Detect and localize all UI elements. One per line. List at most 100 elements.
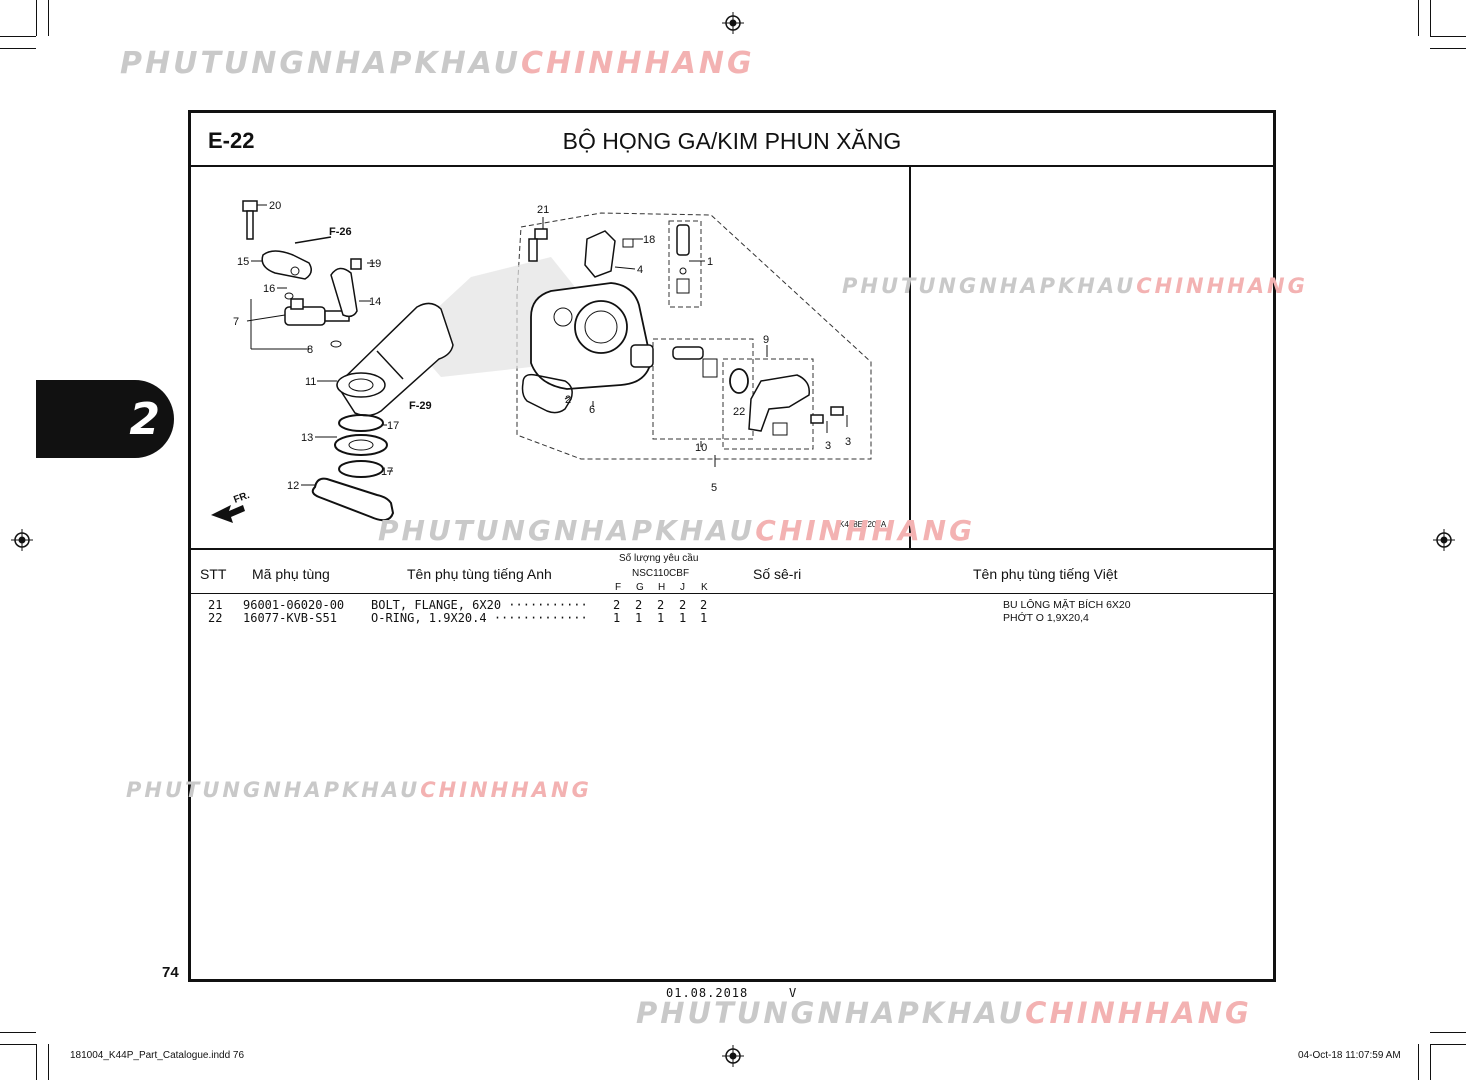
- registration-mark: [11, 529, 33, 551]
- qty-col-h: H: [658, 582, 666, 593]
- callout: 6: [589, 404, 595, 416]
- chapter-tab: 2: [36, 380, 174, 458]
- watermark: PHUTUNGNHAPKHAUCHINHHANG: [126, 778, 592, 802]
- callout: 9: [763, 334, 769, 346]
- callout: 18: [643, 234, 655, 246]
- cell-qty: 1: [657, 611, 665, 625]
- callout: 21: [537, 204, 549, 216]
- o-ring-22: [729, 368, 749, 394]
- callout: 14: [369, 296, 381, 308]
- cell-qty: 1: [635, 611, 643, 625]
- callout: 2: [565, 394, 571, 406]
- crop-mark: [0, 1044, 36, 1045]
- crop-mark: [1430, 1044, 1466, 1045]
- callout: 5: [711, 482, 717, 494]
- cell-qty: 2: [635, 598, 643, 612]
- callout: 22: [733, 406, 745, 418]
- cell-part-no: 96001-06020-00: [243, 598, 345, 612]
- crop-mark: [1418, 1044, 1419, 1080]
- crop-mark: [48, 1044, 49, 1080]
- callout-labels: 20 15 16 7 8 11 13 12 17 17 19 14 21 18 …: [232, 200, 887, 529]
- callout: 15: [237, 256, 249, 268]
- callout: 7: [233, 316, 239, 328]
- cell-stt: 22: [208, 611, 223, 625]
- subassembly-outline: [668, 220, 702, 308]
- header-serial: Số sê-ri: [753, 566, 802, 582]
- watermark: PHUTUNGNHAPKHAUCHINHHANG: [842, 274, 1308, 298]
- qty-col-f: F: [615, 582, 622, 593]
- cell-part-no: 16077-KVB-S51: [243, 611, 337, 625]
- callout: 3: [845, 436, 851, 448]
- callout: 16: [263, 283, 275, 295]
- watermark: PHUTUNGNHAPKHAUCHINHHANG: [378, 514, 976, 547]
- subassembly-outline: [652, 338, 754, 440]
- ref-f26: F-26: [329, 226, 352, 238]
- parts-diagram: 20 15 16 7 8 11 13 12 17 17 19 14 21 18 …: [211, 200, 887, 529]
- cell-qty: 2: [679, 598, 687, 612]
- o-rings: [311, 414, 395, 522]
- table-header-rule: [191, 593, 1273, 594]
- callout: 19: [369, 258, 381, 270]
- page-number: 74: [162, 964, 179, 981]
- callout: 8: [307, 344, 313, 356]
- crop-mark: [0, 1032, 36, 1033]
- crop-mark: [48, 0, 49, 36]
- injector-7: [284, 292, 350, 348]
- header-part-no: Mã phụ tùng: [252, 566, 330, 582]
- assembly-outline: [516, 212, 872, 460]
- watermark: PHUTUNGNHAPKHAUCHINHHANG: [120, 46, 755, 81]
- callout: 17: [387, 420, 399, 432]
- print-timestamp: 04-Oct-18 11:07:59 AM: [1298, 1050, 1401, 1061]
- footer-version: V: [789, 986, 797, 1000]
- registration-mark: [722, 1045, 744, 1067]
- header-name-en: Tên phụ tùng tiếng Anh: [407, 566, 552, 582]
- cell-name-vn: BU LÔNG MẶT BÍCH 6X20: [1003, 599, 1131, 611]
- crop-mark: [0, 48, 36, 49]
- callout: 13: [301, 432, 313, 444]
- crop-mark: [36, 1044, 37, 1080]
- bolt-20: [242, 200, 258, 240]
- header-name-vn: Tên phụ tùng tiếng Việt: [973, 566, 1118, 582]
- qty-col-j: J: [680, 582, 685, 593]
- header-qty-title: Số lượng yêu cầu: [619, 553, 699, 564]
- ref-fr: FR.: [232, 490, 251, 506]
- crop-mark: [1430, 1044, 1431, 1080]
- qty-col-k: K: [701, 582, 708, 593]
- crop-mark: [1430, 1032, 1466, 1033]
- qty-col-g: G: [636, 582, 644, 593]
- cell-qty: 1: [700, 611, 708, 625]
- crop-mark: [0, 36, 36, 37]
- cell-name-vn: PHỚT O 1,9X20,4: [1003, 612, 1089, 624]
- insulator-11: [336, 302, 454, 417]
- file-name: 181004_K44P_Part_Catalogue.indd 76: [70, 1050, 245, 1061]
- cell-stt: 21: [208, 598, 223, 612]
- bolt-21: [528, 228, 548, 262]
- diagram-divider: [909, 167, 911, 548]
- callout: 11: [305, 376, 316, 388]
- watermark: PHUTUNGNHAPKHAUCHINHHANG: [636, 996, 1252, 1030]
- cell-qty: 1: [679, 611, 687, 625]
- chapter-tab-label: 2: [129, 394, 160, 445]
- cell-qty: 2: [613, 598, 621, 612]
- crop-mark: [1430, 0, 1431, 36]
- callout: 12: [287, 480, 299, 492]
- table-top-rule: [191, 548, 1273, 550]
- callout: 4: [637, 264, 643, 276]
- idle-valve-10: [672, 346, 718, 378]
- callout: 3: [825, 440, 831, 452]
- header-model: NSC110CBF: [632, 568, 690, 579]
- callout: 1: [707, 256, 713, 268]
- diagram-code: K448E2200A: [839, 520, 887, 529]
- leader-lines: [246, 204, 848, 486]
- crop-mark: [1430, 36, 1466, 37]
- crop-mark: [1430, 48, 1466, 49]
- sensor-9: [748, 374, 810, 436]
- crop-mark: [36, 0, 37, 36]
- cell-name-en: O-RING, 1.9X20.4 ·············: [371, 611, 588, 625]
- cell-name-en: BOLT, FLANGE, 6X20 ···········: [371, 598, 588, 612]
- sensor-1: [676, 224, 690, 294]
- section-code: E-22: [208, 128, 255, 153]
- subassembly-outline: [722, 358, 814, 450]
- callout: 10: [695, 442, 707, 454]
- header-stt: STT: [200, 566, 227, 582]
